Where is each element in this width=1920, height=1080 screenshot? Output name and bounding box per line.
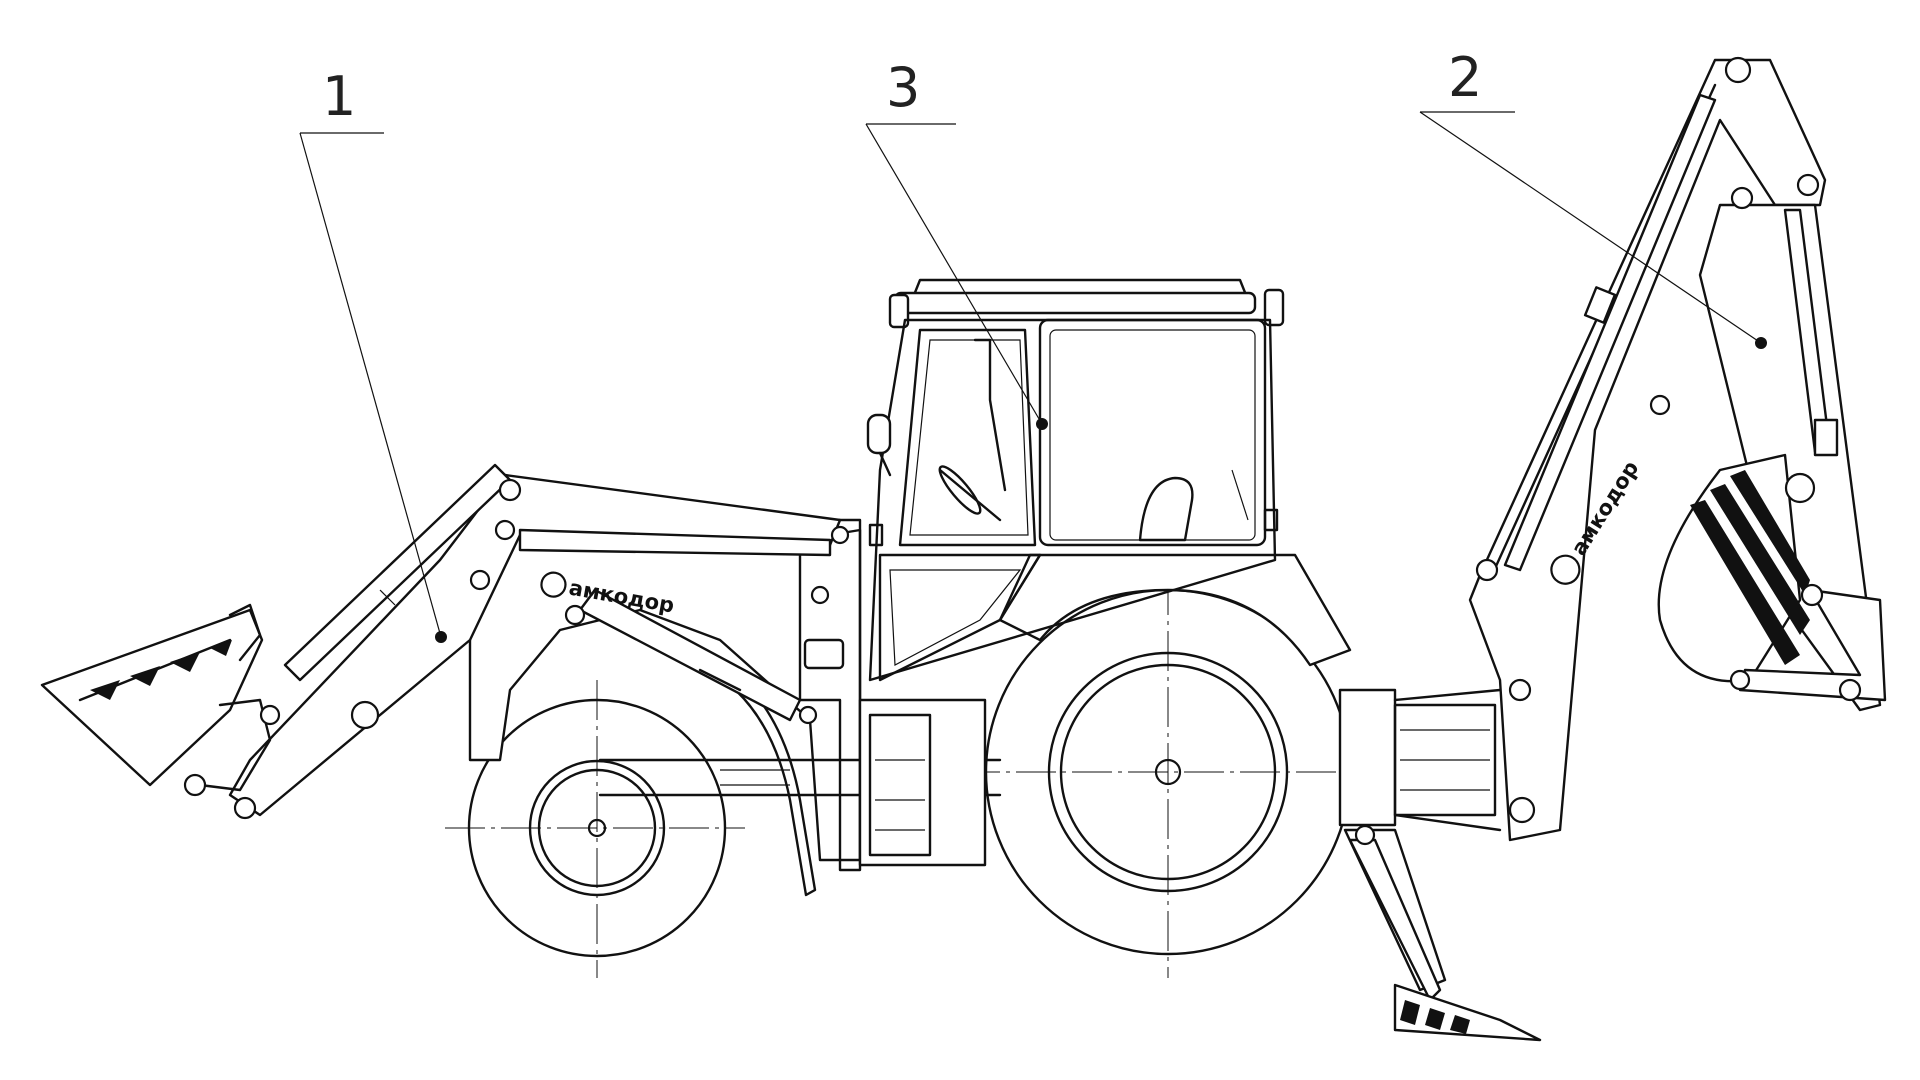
callout-3: 3 [865,56,1048,430]
stabilizer [1343,824,1542,1042]
cab [866,278,1285,682]
callout-2: 2 [1419,46,1762,344]
callout-2-label: 2 [1448,46,1482,109]
backhoe: амкодор [1468,56,1887,842]
callout-1: 1 [299,65,442,638]
callout-3-label: 3 [886,56,920,119]
front-wheel [445,680,745,978]
callout-1-label: 1 [322,65,356,128]
front-loader: амкодор [40,463,850,820]
